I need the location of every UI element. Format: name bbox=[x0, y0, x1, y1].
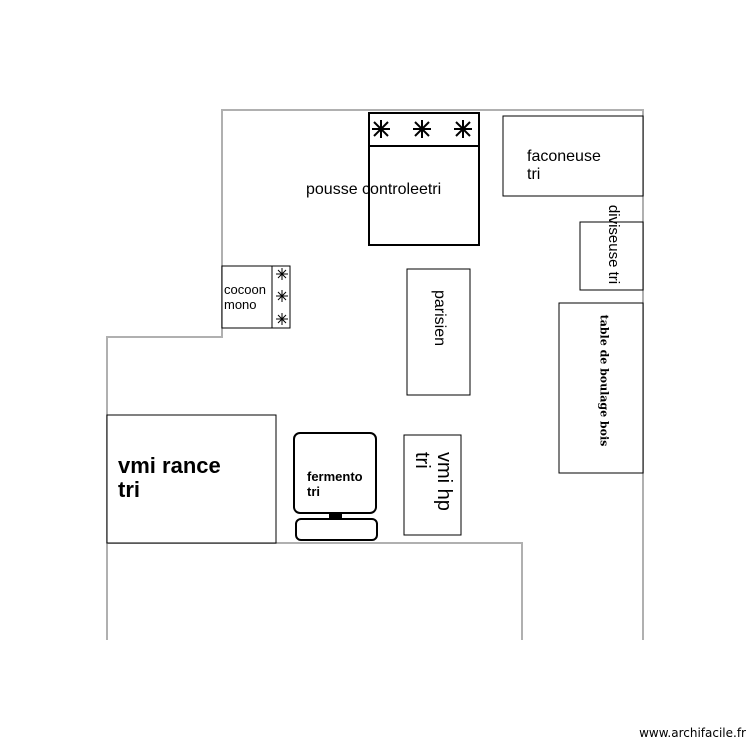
wall-outline bbox=[106, 109, 644, 640]
pousse-controle-stars bbox=[372, 120, 472, 138]
pousse-controle-label: pousse controleetri bbox=[306, 181, 442, 198]
vmi-rance-label-line2: tri bbox=[118, 477, 140, 502]
cocoon-label: cocoon mono bbox=[224, 282, 266, 312]
fermento-base bbox=[295, 518, 378, 541]
snowflake-icon bbox=[413, 120, 431, 138]
vmi-rance-label-line1: vmi rance bbox=[118, 453, 221, 478]
vmi-hp-label-line1: vmi hp bbox=[433, 452, 455, 511]
faconeuse-label: faconeuse tri bbox=[527, 148, 601, 184]
table-boulage-box bbox=[558, 302, 644, 474]
cocoon-label-line2: mono bbox=[224, 297, 257, 312]
snowflake-icon bbox=[276, 313, 288, 325]
faconeuse-label-line1: faconeuse bbox=[527, 148, 601, 165]
watermark-link[interactable]: www.archifacile.fr bbox=[639, 726, 746, 740]
cocoon-label-line1: cocoon bbox=[224, 282, 266, 297]
fermento-label: fermento tri bbox=[307, 469, 363, 499]
snowflake-icon bbox=[276, 268, 288, 280]
cocoon-stars bbox=[276, 268, 288, 325]
cocoon-box bbox=[221, 265, 291, 329]
diviseuse-label: diviseuse tri bbox=[605, 204, 623, 285]
wall-inner-corner bbox=[107, 542, 523, 640]
snowflake-icon bbox=[372, 120, 390, 138]
snowflake-icon bbox=[454, 120, 472, 138]
vmi-hp-label: vmi hp tri bbox=[411, 452, 455, 528]
parisien-label: parisien bbox=[431, 289, 448, 347]
vmi-rance-box bbox=[106, 414, 277, 544]
fermento-label-line1: fermento bbox=[307, 469, 363, 484]
vmi-hp-box bbox=[403, 434, 462, 536]
diviseuse-box bbox=[579, 221, 644, 291]
faconeuse-label-line2: tri bbox=[527, 166, 541, 183]
vmi-rance-label: vmi rance tri bbox=[118, 454, 221, 502]
snowflake-icon bbox=[276, 290, 288, 302]
faconeuse-box bbox=[502, 115, 644, 197]
fermento-stand bbox=[329, 513, 342, 519]
vmi-hp-label-line2: tri bbox=[411, 452, 433, 469]
parisien-box bbox=[406, 268, 471, 396]
fermento-label-line2: tri bbox=[307, 484, 320, 499]
table-boulage-label: table de boulage bois bbox=[597, 314, 611, 447]
